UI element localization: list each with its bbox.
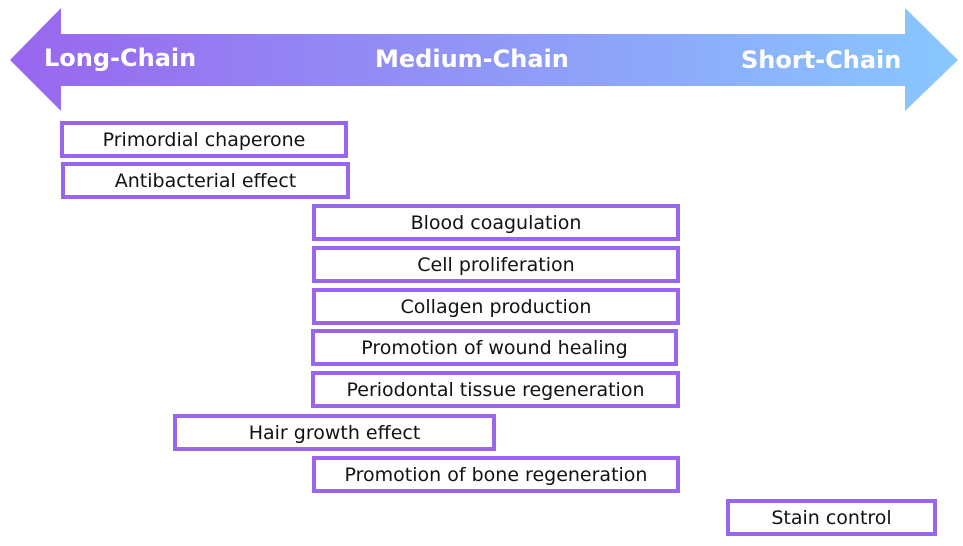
double-headed-arrow-shape: [10, 8, 958, 111]
effect-box-bone-regeneration: Promotion of bone regeneration: [312, 456, 680, 493]
effect-box-hair-growth: Hair growth effect: [173, 414, 496, 451]
effect-box-blood-coagulation: Blood coagulation: [312, 204, 680, 241]
effect-box-wound-healing: Promotion of wound healing: [311, 329, 678, 366]
long-chain-label: Long-Chain: [44, 44, 197, 72]
short-chain-label: Short-Chain: [741, 46, 902, 74]
medium-chain-label: Medium-Chain: [375, 45, 569, 73]
effect-box-collagen-production: Collagen production: [312, 288, 680, 325]
effect-box-periodontal-regeneration: Periodontal tissue regeneration: [311, 371, 680, 408]
effect-box-antibacterial-effect: Antibacterial effect: [61, 162, 350, 199]
effect-box-stain-control: Stain control: [726, 499, 937, 536]
effect-box-cell-proliferation: Cell proliferation: [312, 246, 680, 283]
chain-length-arrow: [10, 8, 958, 111]
effect-box-primordial-chaperone: Primordial chaperone: [60, 121, 348, 158]
